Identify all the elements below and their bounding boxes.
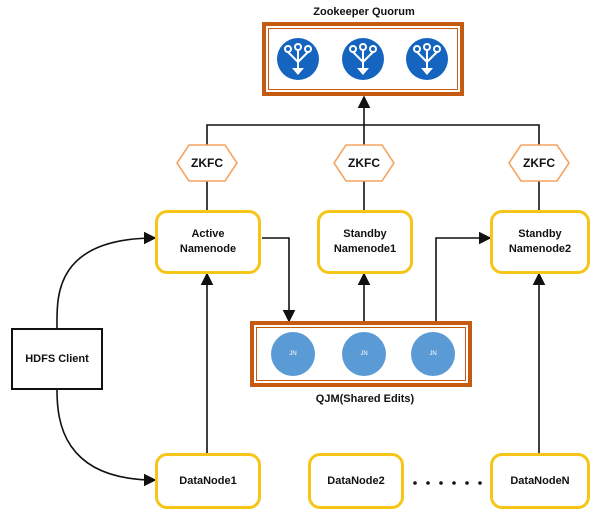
- qjm-box: JN JN JN: [250, 321, 472, 387]
- qjm-to-standby2-arrow: [435, 231, 492, 326]
- active-namenode: Active Namenode: [155, 210, 261, 274]
- zkfc-node: ZKFC: [332, 143, 396, 183]
- datanode-ellipsis: [413, 481, 482, 485]
- datanode-n: DataNodeN: [490, 453, 590, 509]
- datanode-2: DataNode2: [308, 453, 404, 509]
- journal-node: JN: [271, 332, 315, 376]
- journal-node: JN: [342, 332, 386, 376]
- qjm-label: QJM(Shared Edits): [315, 393, 415, 405]
- active-to-qjm-arrow: [262, 237, 296, 323]
- zookeeper-quorum-box: [262, 22, 464, 96]
- zkfc-label: ZKFC: [523, 156, 555, 170]
- zkfc-label: ZKFC: [348, 156, 380, 170]
- quorum-title: Zookeeper Quorum: [313, 6, 415, 18]
- zookeeper-server-icon: [275, 36, 321, 82]
- standby-namenode2: Standby Namenode2: [490, 210, 590, 274]
- zkfc-label: ZKFC: [191, 156, 223, 170]
- zookeeper-server-icon: [404, 36, 450, 82]
- client-to-datanode1-arrow: [56, 389, 157, 487]
- standby-namenode1: Standby Namenode1: [317, 210, 413, 274]
- client-to-active-arrow: [56, 231, 157, 329]
- datanode-1: DataNode1: [155, 453, 261, 509]
- zkfc-bus-line: [206, 124, 540, 146]
- zkfc-node: ZKFC: [507, 143, 571, 183]
- zookeeper-server-icon: [340, 36, 386, 82]
- hdfs-client: HDFS Client: [11, 328, 103, 390]
- journal-node: JN: [411, 332, 455, 376]
- zkfc-node: ZKFC: [175, 143, 239, 183]
